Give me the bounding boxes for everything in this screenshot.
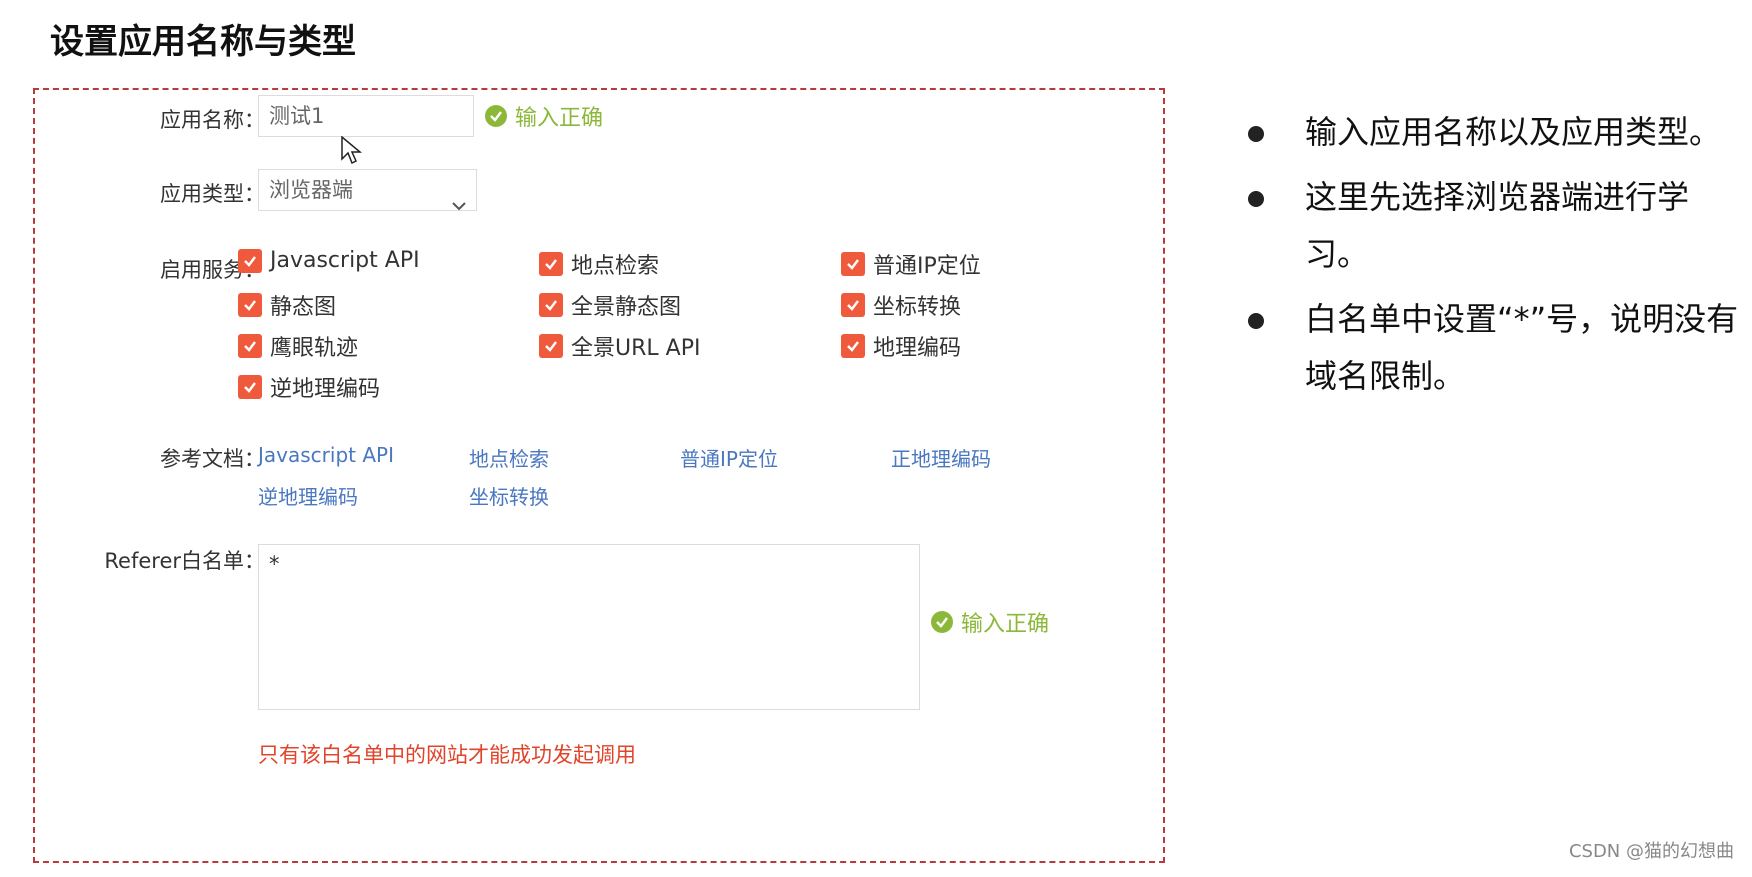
- service-label: Javascript API: [270, 248, 420, 273]
- service-label: 普通IP定位: [873, 254, 981, 279]
- checkbox-checked-icon: [238, 334, 262, 358]
- checkbox-checked-icon: [238, 375, 262, 399]
- service-label: 坐标转换: [873, 295, 962, 320]
- app-form-frame: 应用名称： 测试1 输入正确 应用类型： 浏览器端 启用服务： Javascri…: [33, 88, 1165, 863]
- chevron-down-icon: [452, 184, 466, 224]
- service-label: 逆地理编码: [270, 377, 381, 402]
- referer-label: Referer白名单：: [104, 549, 265, 573]
- doc-link[interactable]: 坐标转换: [469, 485, 549, 509]
- service-checkbox[interactable]: 全景URL API: [539, 330, 700, 362]
- checkbox-checked-icon: [539, 293, 563, 317]
- checkbox-checked-icon: [238, 248, 262, 273]
- doc-link[interactable]: Javascript API: [258, 443, 394, 467]
- app-type-label: 应用类型：: [160, 182, 265, 206]
- service-checkbox[interactable]: 全景静态图: [539, 289, 681, 321]
- app-name-input[interactable]: 测试1: [258, 95, 474, 137]
- doc-link[interactable]: 逆地理编码: [258, 485, 358, 509]
- checkbox-checked-icon: [841, 334, 865, 358]
- referer-value: *: [269, 552, 280, 576]
- bullet-dot-icon: [1248, 126, 1264, 142]
- app-name-value: 测试1: [269, 104, 325, 128]
- checkbox-checked-icon: [238, 293, 262, 317]
- check-circle-icon: [931, 611, 953, 633]
- service-label: 地理编码: [873, 336, 962, 361]
- note-item: 这里先选择浏览器端进行学习。: [1240, 169, 1745, 283]
- service-checkbox[interactable]: 普通IP定位: [841, 248, 981, 280]
- service-checkbox[interactable]: 地点检索: [539, 248, 659, 280]
- service-label: 全景静态图: [571, 295, 682, 320]
- checkbox-checked-icon: [841, 252, 865, 276]
- services-label: 启用服务：: [160, 258, 265, 282]
- service-label: 静态图: [270, 295, 337, 320]
- checkbox-checked-icon: [539, 252, 563, 276]
- service-label: 地点检索: [571, 254, 660, 279]
- watermark: CSDN @猫的幻想曲: [1568, 841, 1734, 862]
- bullet-dot-icon: [1248, 313, 1264, 329]
- app-type-select[interactable]: 浏览器端: [258, 169, 477, 211]
- app-name-valid-text: 输入正确: [515, 106, 604, 131]
- doc-link[interactable]: 普通IP定位: [680, 447, 778, 471]
- app-name-valid: 输入正确: [485, 100, 603, 132]
- referer-valid-text: 输入正确: [961, 612, 1050, 637]
- doc-link[interactable]: 地点检索: [469, 447, 549, 471]
- page-title: 设置应用名称与类型: [50, 22, 356, 62]
- note-item: 输入应用名称以及应用类型。: [1240, 104, 1745, 161]
- service-label: 全景URL API: [571, 336, 701, 361]
- referer-valid: 输入正确: [931, 606, 1049, 638]
- service-checkbox[interactable]: 坐标转换: [841, 289, 961, 321]
- note-item: 白名单中设置“*”号，说明没有域名限制。: [1240, 291, 1745, 405]
- referer-hint: 只有该白名单中的网站才能成功发起调用: [258, 743, 636, 767]
- service-checkbox[interactable]: 地理编码: [841, 330, 961, 362]
- check-circle-icon: [485, 105, 507, 127]
- referer-textarea[interactable]: *: [258, 544, 920, 710]
- checkbox-checked-icon: [539, 334, 563, 358]
- mouse-cursor-icon: [341, 136, 363, 165]
- service-checkbox[interactable]: Javascript API: [238, 248, 420, 273]
- checkbox-checked-icon: [841, 293, 865, 317]
- service-label: 鹰眼轨迹: [270, 336, 359, 361]
- notes-list: 输入应用名称以及应用类型。 这里先选择浏览器端进行学习。 白名单中设置“*”号，…: [1240, 104, 1745, 413]
- service-checkbox[interactable]: 静态图: [238, 289, 336, 321]
- docs-label: 参考文档：: [160, 447, 265, 471]
- service-checkbox[interactable]: 逆地理编码: [238, 371, 380, 403]
- service-checkbox[interactable]: 鹰眼轨迹: [238, 330, 358, 362]
- app-type-value: 浏览器端: [269, 178, 353, 202]
- doc-link[interactable]: 正地理编码: [891, 447, 991, 471]
- bullet-dot-icon: [1248, 191, 1264, 207]
- app-name-label: 应用名称：: [160, 108, 265, 132]
